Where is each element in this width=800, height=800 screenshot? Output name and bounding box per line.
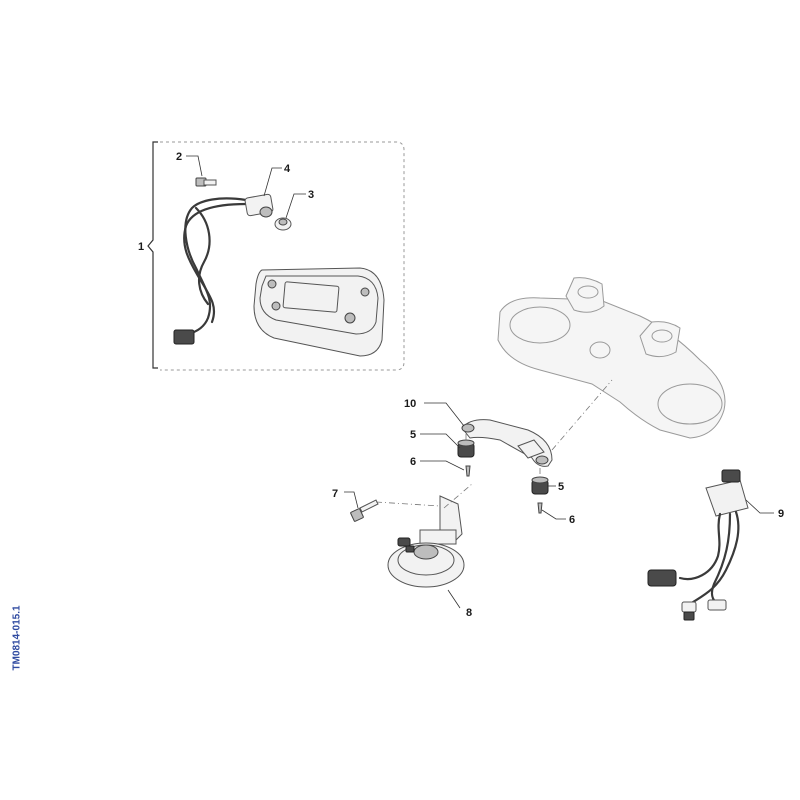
callout-6a: 6 <box>410 456 416 468</box>
spacer-part-3 <box>274 217 292 231</box>
harness-connector-small-a <box>681 601 697 613</box>
callout-9: 9 <box>778 508 784 520</box>
kit-bracket <box>147 141 158 369</box>
screw-part-2 <box>195 177 217 187</box>
screw-part-6b <box>537 502 543 514</box>
drawing-code-label: TM0814-015.1 <box>11 605 23 671</box>
callout-1: 1 <box>138 241 144 253</box>
callout-5b: 5 <box>558 481 564 493</box>
screw-part-6a <box>465 465 471 477</box>
harness-connector-small-b <box>707 599 727 611</box>
triple-clamp-reference <box>497 277 726 439</box>
callout-8: 8 <box>466 607 472 619</box>
callout-4: 4 <box>284 163 291 175</box>
horn-bracket-part-10 <box>461 419 553 467</box>
callout-10: 10 <box>404 398 416 410</box>
harness-connector-large <box>647 569 677 587</box>
rubber-mount-part-5a <box>457 439 475 458</box>
horn-wiring-harness-part-9 <box>647 469 749 621</box>
callout-3: 3 <box>308 189 314 201</box>
kit-dashed-frame <box>160 141 405 371</box>
instrument-cluster <box>253 267 385 357</box>
assembly-lines <box>375 379 613 509</box>
cable-connector <box>173 329 195 345</box>
horn-part-8 <box>387 495 465 588</box>
callout-6b: 6 <box>569 514 575 526</box>
leader-lines <box>186 155 774 609</box>
callout-2: 2 <box>176 151 182 163</box>
callouts: 1 2 4 3 10 5 6 7 5 6 8 9 <box>138 151 784 619</box>
instrument-cable <box>173 197 248 345</box>
bolt-part-7 <box>350 499 379 522</box>
speed-sensor-part-4 <box>244 193 274 218</box>
kit-group-instrument <box>147 141 405 371</box>
callout-7: 7 <box>332 488 338 500</box>
callout-5a: 5 <box>410 429 416 441</box>
rubber-mount-part-5b <box>531 476 549 495</box>
